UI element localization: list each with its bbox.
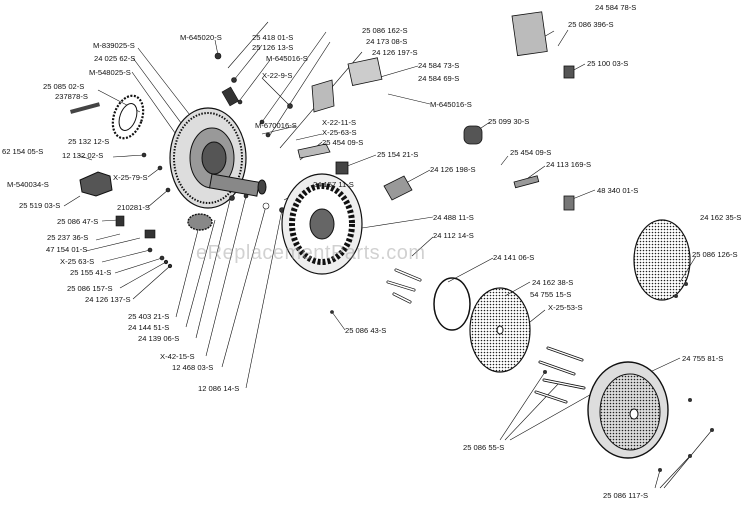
- callout-label: 25 085 02-S: [43, 82, 85, 91]
- callout-label: 24 141 06-S: [493, 253, 535, 262]
- flywheel: [169, 107, 267, 209]
- drive-gear: [187, 213, 213, 231]
- callout-label: M-548025-S: [89, 68, 131, 77]
- callout-label: 24 584 78-S: [595, 3, 637, 12]
- callout-label: 25 099 30-S: [488, 117, 530, 126]
- callout-label: 25 086 396-S: [568, 20, 614, 29]
- callout-label: X-22-9-S: [262, 71, 293, 80]
- callout-label: 24 025 62-S: [94, 54, 136, 63]
- callout-label: 12 086 14-S: [198, 384, 240, 393]
- fan-housing: [281, 173, 363, 275]
- callout-label: 25 086 43-S: [345, 326, 387, 335]
- filter-disc-right: [633, 219, 691, 301]
- callout-label: 237878-S: [55, 92, 88, 101]
- callout-label: 25 155 41-S: [70, 268, 112, 277]
- callout-label: 24 755 81-S: [682, 354, 724, 363]
- ring-gear: [111, 94, 145, 140]
- callout-label: X-42-15-S: [160, 352, 195, 361]
- callout-label: 25 237 36-S: [47, 233, 89, 242]
- callout-label: 24 162 35-S: [700, 213, 742, 222]
- callout-label: M-645020-S: [180, 33, 222, 42]
- filter-disc: [469, 287, 531, 373]
- callout-label: M-645016-S: [430, 100, 472, 109]
- ignition-module: [70, 102, 113, 197]
- brackets: [297, 11, 575, 211]
- callout-label: 54 755 15-S: [530, 290, 572, 299]
- screws: [543, 282, 714, 472]
- callout-label: 25 086 157-S: [67, 284, 113, 293]
- callout-label: M-645016-S: [266, 54, 308, 63]
- callout-label: 25 418 01-S: [252, 33, 294, 42]
- callout-label: M-540034-S: [7, 180, 49, 189]
- callout-label: 24 584 69-S: [418, 74, 460, 83]
- callout-label: 25 086 47-S: [57, 217, 99, 226]
- callout-label: 48 340 01-S: [597, 186, 639, 195]
- callout-label: 24 126 197-S: [372, 48, 418, 57]
- callout-label: 25 132 12-S: [68, 137, 110, 146]
- callout-label: 25 454 09-S: [510, 148, 552, 157]
- callout-label: 24 144 51-S: [128, 323, 170, 332]
- callout-label: 25 086 117-S: [603, 491, 649, 500]
- callout-label: 25 519 03-S: [19, 201, 61, 210]
- callout-label: M-670016-S: [255, 121, 297, 130]
- callout-label: X-25 63-S: [60, 257, 95, 266]
- callout-label: 12 132 02-S: [62, 151, 104, 160]
- callout-label: 24 584 73-S: [418, 61, 460, 70]
- callout-label: 24 126 137-S: [85, 295, 131, 304]
- callout-label: 25 086 162-S: [362, 26, 408, 35]
- callout-label: 24 112 14-S: [433, 231, 474, 240]
- callout-label: M-839025-S: [93, 41, 135, 50]
- callout-label: 25 086 55-S: [463, 443, 505, 452]
- callout-label: 210281-S: [117, 203, 150, 212]
- callout-label: 25 126 13-S: [252, 43, 294, 52]
- callout-label: 62 154 05-S: [2, 147, 44, 156]
- callout-label: 25 154 21-S: [377, 150, 419, 159]
- callout-label: X-25-63-S: [322, 128, 357, 137]
- callout-label: 24 139 06-S: [138, 334, 180, 343]
- watermark: eReplacementParts.com: [196, 242, 426, 264]
- callout-label: 25 403 21-S: [128, 312, 170, 321]
- callout-label: 24 162 38-S: [532, 278, 574, 287]
- callout-label: 25 454 09-S: [322, 138, 364, 147]
- callout-label: X-25-79-S: [113, 173, 148, 182]
- pins: [386, 268, 422, 304]
- callout-label: 24 173 08-S: [366, 37, 408, 46]
- callout-label: 24 126 198-S: [430, 165, 476, 174]
- callout-label: 25 100 03-S: [587, 59, 629, 68]
- callout-label: 47 154 01-S: [46, 245, 88, 254]
- callout-label: 24 157 11-S: [313, 180, 354, 189]
- callout-label: X-25-53-S: [548, 303, 583, 312]
- callout-label: 25 086 126-S: [692, 250, 738, 259]
- callout-label: 24 488 11-S: [433, 213, 474, 222]
- callout-label: 12 468 03-S: [172, 363, 214, 372]
- callout-label: X-22-11-S: [322, 118, 357, 127]
- callout-label: 24 113 169-S: [546, 160, 592, 169]
- cover-plate: [587, 361, 669, 459]
- o-ring: [433, 277, 471, 331]
